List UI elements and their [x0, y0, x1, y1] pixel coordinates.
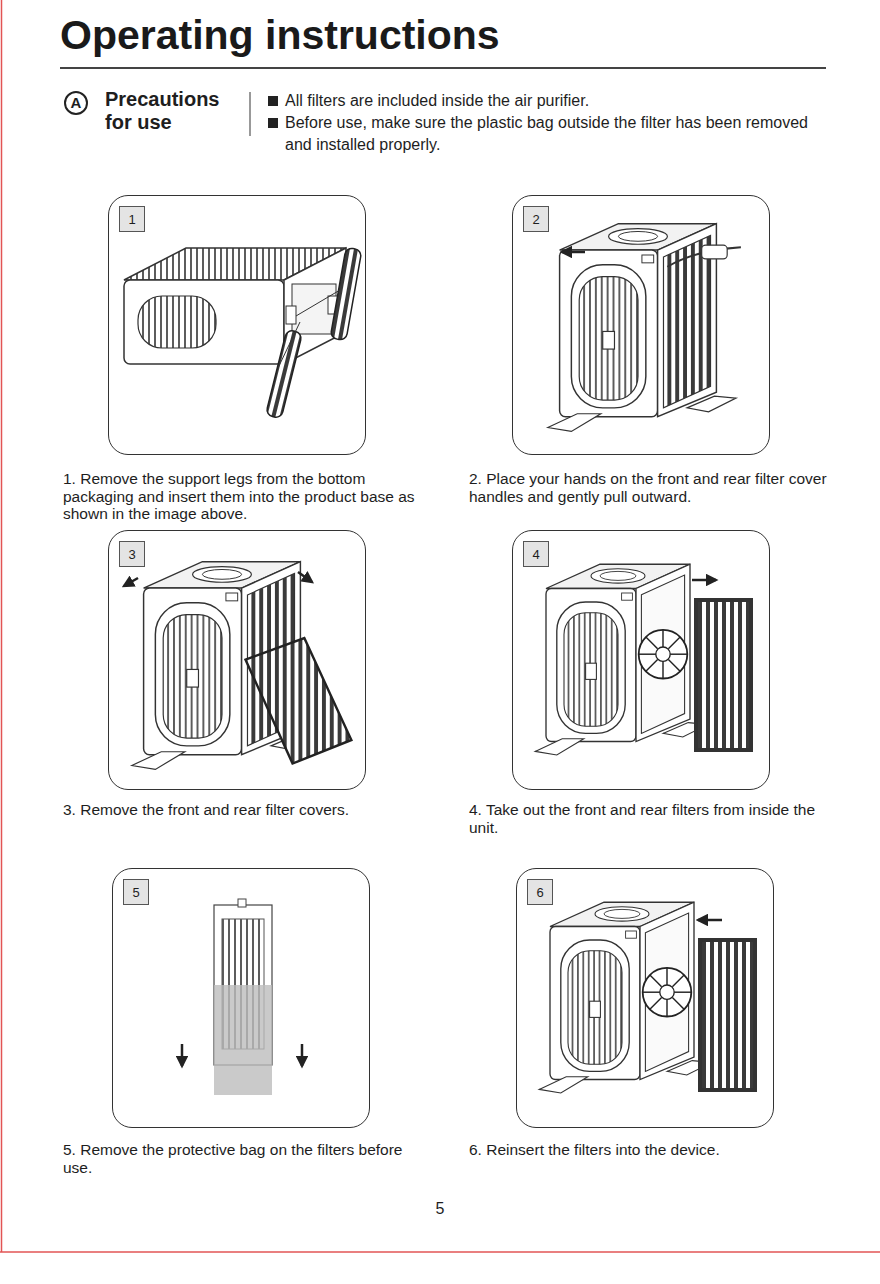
illustration-part [214, 985, 272, 1095]
filter-illustration [696, 600, 751, 750]
step-number-box: 2 [523, 206, 549, 232]
page-border [1, 0, 3, 1252]
direction-arrow [562, 251, 585, 254]
illustration-part [238, 899, 246, 907]
illustration-part [696, 600, 751, 750]
step-caption: 3. Remove the front and rear filter cove… [63, 801, 431, 819]
warning-icon [65, 92, 87, 114]
purifier-illustration [548, 224, 741, 432]
step-number-box: 4 [523, 541, 549, 567]
illustration-part [138, 296, 216, 348]
page-border [0, 1251, 880, 1253]
direction-arrow [124, 578, 138, 586]
step-caption: 2. Place your hands on the front and rea… [469, 470, 841, 505]
page-title: Operating instructions [60, 12, 500, 59]
callout-number: 6 [536, 885, 543, 900]
callout-number: 2 [532, 212, 539, 227]
purifier-illustration [539, 902, 712, 1093]
callout-number: 4 [532, 547, 539, 562]
callout-number: 5 [132, 885, 139, 900]
illustration-part [266, 329, 303, 418]
illustration-part [663, 235, 710, 407]
title-rule [60, 67, 826, 69]
illustration-part [539, 902, 712, 1093]
filter-illustration [700, 940, 755, 1090]
direction-arrow [181, 1044, 184, 1066]
step-caption: 5. Remove the protective bag on the filt… [63, 1141, 431, 1176]
filter-bag-illustration [214, 899, 272, 1095]
support-legs [266, 247, 362, 418]
step-number-box: 3 [119, 541, 145, 567]
illustration-part [548, 224, 736, 432]
illustration-part [246, 638, 352, 763]
illustration-part [286, 306, 296, 324]
illustration-part [639, 575, 688, 733]
illustration-part [535, 564, 708, 755]
purifier-illustration [535, 564, 708, 755]
unit-lying-illustration [124, 248, 346, 364]
step-panel: 6. Reinsert the filters into the device.… [516, 868, 774, 1128]
illustration-part [278, 322, 300, 368]
step-caption: 1. Remove the support legs from the bott… [63, 470, 431, 523]
step-caption: 4. Take out the front and rear filters f… [469, 801, 841, 836]
step-number-box: 1 [119, 206, 145, 232]
illustration-part [702, 245, 727, 259]
step-panel: 5. Remove the protective bag on the filt… [112, 868, 370, 1128]
purifier-illustration [132, 562, 352, 770]
illustration-part [700, 940, 755, 1090]
direction-arrow [298, 572, 312, 582]
illustration-part [330, 247, 362, 340]
separator [249, 92, 250, 136]
illustration-part [124, 280, 284, 364]
direction-arrow [301, 1044, 304, 1066]
direction-arrow [692, 579, 716, 582]
bullet [268, 96, 278, 106]
step-caption: 6. Reinsert the filters into the device. [469, 1141, 841, 1159]
step-panel: 4. Take out the front and rear filters f… [512, 530, 770, 790]
note-text: Before use, make sure the plastic bag ou… [285, 112, 820, 156]
illustration-part [643, 913, 692, 1071]
section-heading: Precautions for use [105, 88, 240, 134]
callout-number: 1 [128, 212, 135, 227]
callout-number: 3 [128, 547, 135, 562]
step-number-box: 5 [123, 879, 149, 905]
illustration-part [296, 290, 340, 316]
note-text: 5 [420, 1198, 460, 1220]
direction-arrow [698, 919, 722, 922]
note-text: All filters are included inside the air … [285, 90, 845, 112]
step-number-box: 6 [527, 879, 553, 905]
step-panel: 1. Remove the support legs from the bott… [108, 195, 366, 455]
step-panel: 3. Remove the front and rear filter cove… [108, 530, 366, 790]
step-panel: 2. Place your hands on the front and rea… [512, 195, 770, 455]
warning-letter: A [65, 92, 87, 114]
bullet [268, 118, 278, 128]
